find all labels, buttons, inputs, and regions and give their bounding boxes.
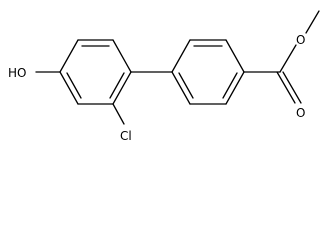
bond — [59, 39, 79, 73]
double-bond-inner — [178, 72, 194, 99]
double-bond-inner — [109, 72, 125, 99]
carbonyl-double-bond — [276, 71, 296, 104]
hydroxyl-label: HO — [8, 66, 26, 80]
carbonyl-double-bond — [282, 71, 302, 104]
bond — [112, 71, 132, 105]
methyl-bond — [305, 10, 320, 34]
left-benzene-ring — [59, 39, 132, 105]
bond — [225, 39, 245, 73]
ester-oxygen-bond — [279, 44, 297, 73]
double-bond-inner — [66, 72, 82, 99]
bond — [112, 39, 132, 73]
ester-oxygen-label: O — [296, 33, 305, 47]
chlorine-bond — [112, 103, 125, 125]
carbonyl-oxygen-label: O — [296, 106, 305, 120]
right-benzene-ring — [171, 39, 245, 105]
double-bond-inner — [222, 72, 238, 99]
bond — [59, 71, 79, 105]
chlorine-label: Cl — [120, 129, 132, 143]
bond — [171, 39, 191, 73]
chemical-structure-diagram: HO Cl O O — [8, 10, 320, 143]
bond — [171, 71, 191, 105]
bond — [225, 71, 245, 105]
